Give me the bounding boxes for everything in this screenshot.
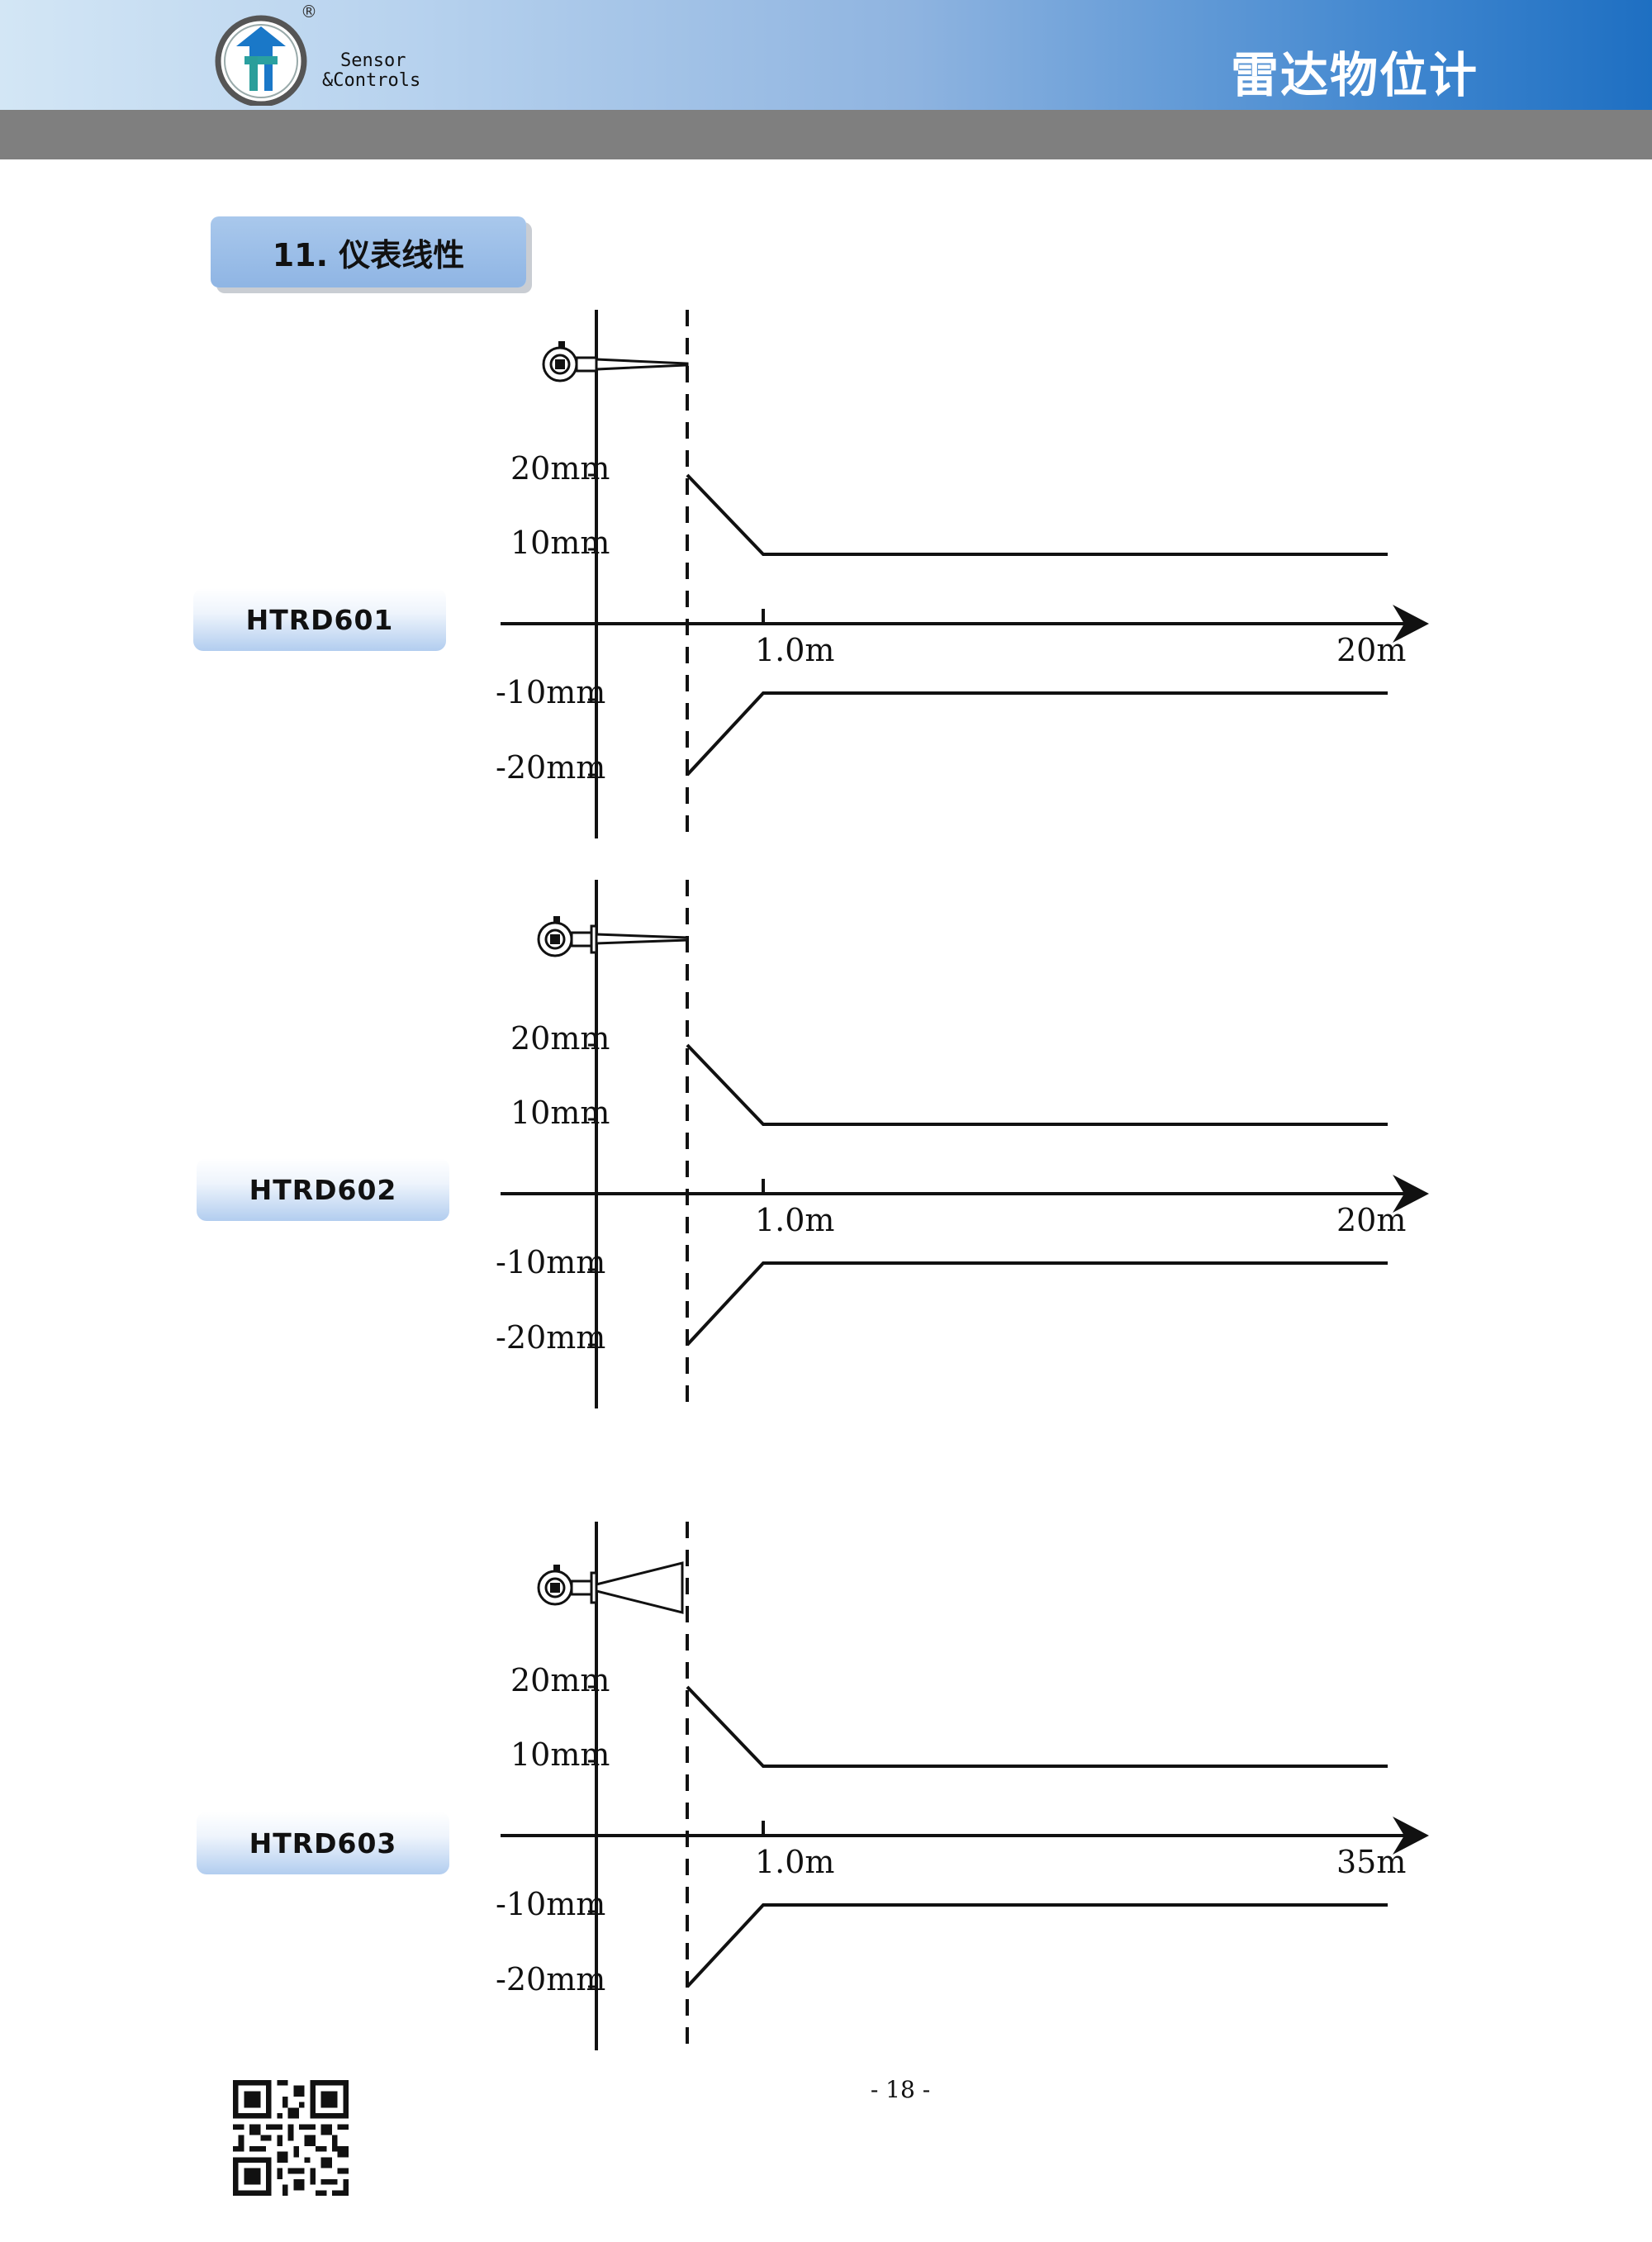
- y-label-20mm: 20mm: [510, 450, 610, 487]
- section-title: 11. 仪表线性: [211, 216, 526, 287]
- linearity-plot: [501, 1522, 1429, 2050]
- linearity-plot: [501, 310, 1429, 838]
- linearity-plot: [501, 880, 1429, 1408]
- y-label-neg20mm: -20mm: [496, 1961, 606, 1997]
- linearity-diagram-1: 20mm 10mm -10mm -20mm 1.0m 20m: [463, 310, 1454, 838]
- y-label-neg10mm: -10mm: [496, 1886, 606, 1922]
- x-tick-label: 1.0m: [755, 1844, 835, 1880]
- rod-antenna-icon: [537, 916, 689, 957]
- horn-antenna-icon: [537, 1561, 684, 1614]
- model-badge-3: HTRD603: [197, 1812, 449, 1874]
- y-label-neg10mm: -10mm: [496, 1244, 606, 1280]
- header-divider-band: [0, 110, 1652, 159]
- y-label-20mm: 20mm: [510, 1020, 610, 1057]
- linearity-diagram-3: 20mm 10mm -10mm -20mm 1.0m 35m: [463, 1522, 1454, 2050]
- x-end-label: 35m: [1336, 1844, 1407, 1880]
- page-title: 雷达物位计: [1230, 47, 1479, 103]
- x-tick-label: 1.0m: [755, 1202, 835, 1238]
- company-logo-icon: [215, 15, 307, 106]
- model-badge-2: HTRD602: [197, 1158, 449, 1221]
- brand-line-1: Sensor: [340, 50, 406, 71]
- y-label-20mm: 20mm: [510, 1662, 610, 1698]
- brand-line-2: &Controls: [322, 70, 421, 91]
- x-end-label: 20m: [1336, 632, 1407, 668]
- linearity-diagram-2: 20mm 10mm -10mm -20mm 1.0m 20m: [463, 880, 1454, 1408]
- x-end-label: 20m: [1336, 1202, 1407, 1238]
- qr-code-icon: [233, 2080, 349, 2196]
- model-badge-1: HTRD601: [193, 588, 446, 651]
- y-label-neg10mm: -10mm: [496, 674, 606, 710]
- x-tick-label: 1.0m: [755, 632, 835, 668]
- brand-name: Sensor &Controls: [322, 51, 454, 91]
- rod-antenna-icon: [542, 341, 689, 382]
- y-label-neg20mm: -20mm: [496, 1319, 606, 1356]
- y-label-10mm: 10mm: [510, 1095, 610, 1131]
- registered-mark: ®: [301, 2, 317, 21]
- page-number: - 18 -: [870, 2076, 931, 2103]
- y-label-neg20mm: -20mm: [496, 749, 606, 786]
- y-label-10mm: 10mm: [510, 1736, 610, 1773]
- y-label-10mm: 10mm: [510, 525, 610, 561]
